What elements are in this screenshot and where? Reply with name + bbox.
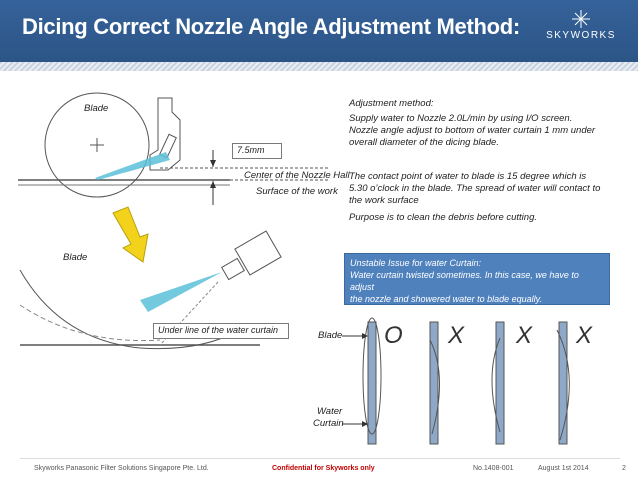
water-label: Water <box>317 406 343 417</box>
curtain-label: Curtain <box>313 418 344 429</box>
footer-doc-no: No.1408-001 <box>473 465 514 472</box>
method-line-6: the work surface <box>349 195 419 206</box>
work-surface-label: Surface of the work <box>256 186 338 197</box>
dimension-label: 7.5mm <box>232 143 282 159</box>
footer-date: August 1st 2014 <box>538 465 589 472</box>
issue-line-3: the nozzle and showered water to blade e… <box>350 294 542 304</box>
issue-line-2: Water curtain twisted sometimes. In this… <box>350 270 579 292</box>
method-line-2: Nozzle angle adjust to bottom of water c… <box>349 125 596 136</box>
issue-line-1: Unstable Issue for water Curtain: <box>350 258 482 268</box>
method-heading: Adjustment method: <box>349 98 434 109</box>
method-line-7: Purpose is to clean the debris before cu… <box>349 212 538 223</box>
starburst-icon <box>572 10 590 28</box>
slide-title: Dicing Correct Nozzle Angle Adjustment M… <box>22 14 520 39</box>
method-line-5: 5.30 o’clock in the blade. The spread of… <box>349 183 601 194</box>
logo-wordmark: SKYWORKS <box>546 30 616 41</box>
mark-wrong-3: X <box>576 322 593 349</box>
skyworks-logo: SKYWORKS <box>541 8 621 48</box>
blade-label-bottom: Blade <box>63 252 88 263</box>
footer-divider <box>20 458 620 459</box>
slide-header <box>0 0 638 62</box>
header-stripe <box>0 62 638 71</box>
unstable-issue-box: Unstable Issue for water Curtain: Water … <box>344 253 610 305</box>
blade-label-top: Blade <box>84 103 109 114</box>
mark-wrong-2: X <box>516 322 533 349</box>
water-curtain-underline-label: Under line of the water curtain <box>153 323 289 339</box>
footer-company: Skyworks Panasonic Filter Solutions Sing… <box>34 465 209 472</box>
comparison-blade-label: Blade <box>318 330 343 341</box>
method-line-4: The contact point of water to blade is 1… <box>349 171 587 182</box>
footer-page: 2 <box>622 465 626 472</box>
method-line-3: overall diameter of the dicing blade. <box>349 137 499 148</box>
method-line-1: Supply water to Nozzle 2.0L/min by using… <box>349 113 573 124</box>
nozzle-center-label: Center of the Nozzle Hall <box>244 170 350 181</box>
mark-wrong-1: X <box>448 322 465 349</box>
footer-confidential: Confidential for Skyworks only <box>272 465 375 472</box>
mark-correct: O <box>384 322 403 349</box>
